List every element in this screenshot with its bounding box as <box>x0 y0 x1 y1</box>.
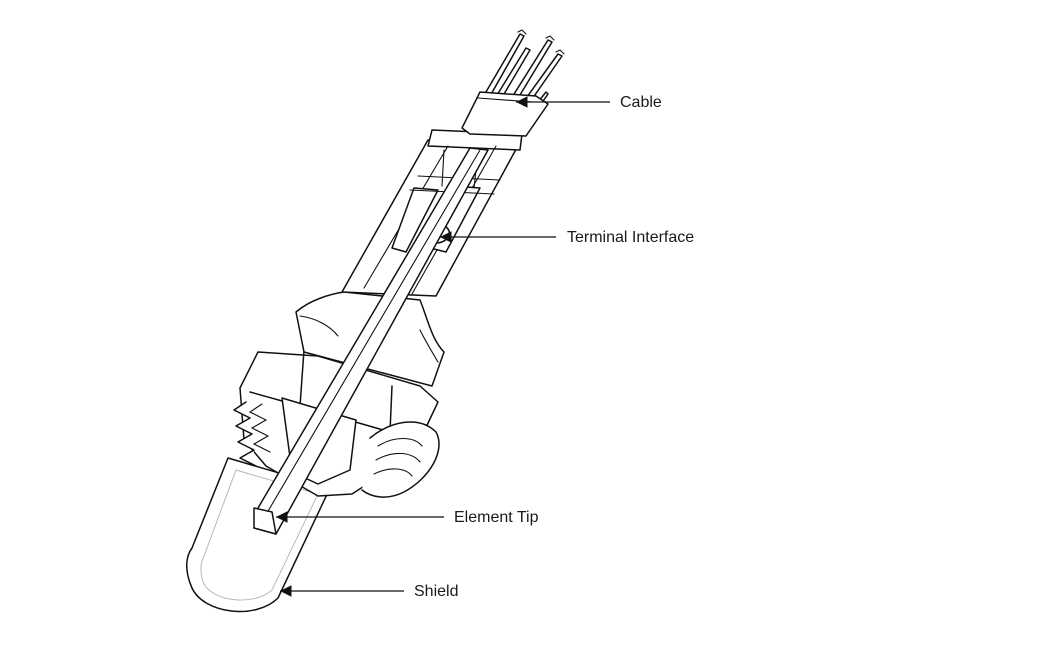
terminal-interface-label: Terminal Interface <box>567 229 695 246</box>
shield-label: Shield <box>414 583 459 600</box>
element-tip-label: Element Tip <box>454 509 539 526</box>
element-rod <box>253 147 489 535</box>
cable-wires <box>461 29 565 137</box>
cable-label: Cable <box>620 94 662 111</box>
leader-lines <box>276 96 610 597</box>
thread-profile <box>233 401 271 467</box>
